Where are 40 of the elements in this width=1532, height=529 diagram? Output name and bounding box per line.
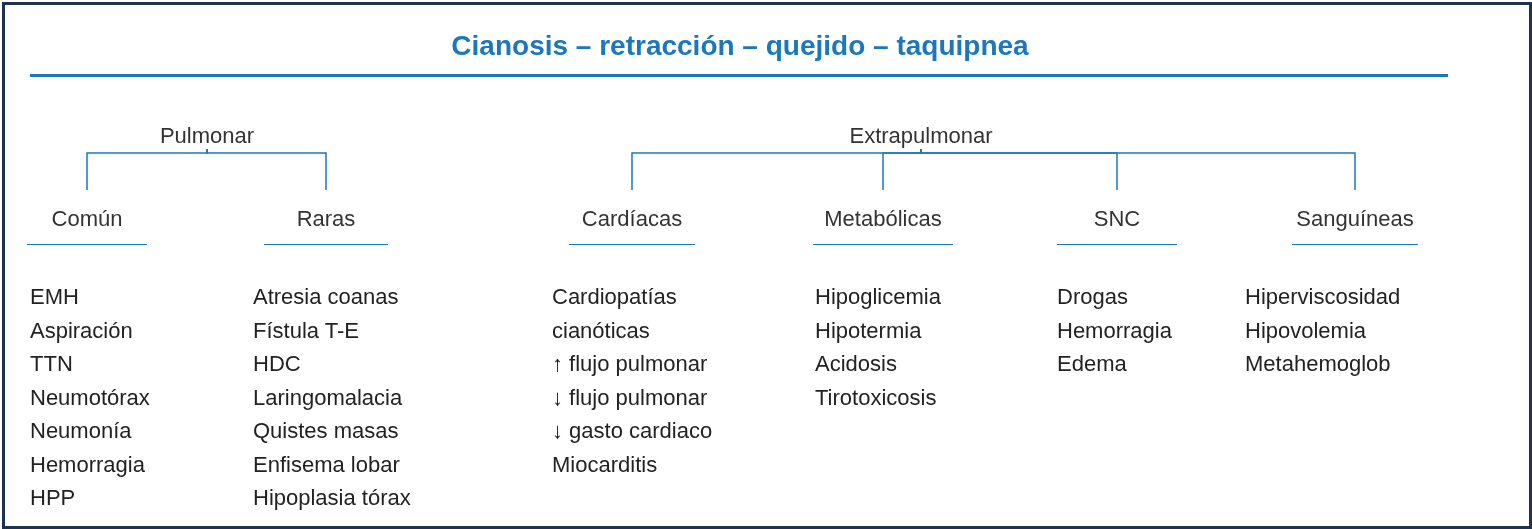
subcategory-heading: Común <box>27 190 147 245</box>
list-item: Enfisema lobar <box>253 450 401 479</box>
subcategory-heading: Sanguíneas <box>1292 190 1418 245</box>
list-item: ↓ gasto cardiaco <box>552 417 714 445</box>
list-item: Metahemoglob <box>1245 350 1392 378</box>
list-item: HDC <box>253 350 302 378</box>
list-item: TTN <box>30 350 74 378</box>
list-item: Miocarditis <box>552 450 659 479</box>
list-item: ↓ flujo pulmonar <box>552 383 709 412</box>
title: Cianosis – retracción – quejido – taquipnea <box>450 30 1030 62</box>
list-item: Cardiopatías cianóticas <box>552 283 678 345</box>
list-item: Acidosis <box>815 350 898 378</box>
list-item: Hiperviscosidad <box>1245 283 1402 311</box>
list-item: Neumotórax <box>30 383 151 412</box>
list-item: HPP <box>30 484 77 512</box>
subcategory-heading: Cardíacas <box>569 190 695 245</box>
category-heading: Pulmonar <box>137 123 277 149</box>
connector-line <box>920 148 1356 191</box>
subcategory-heading: Metabólicas <box>813 190 953 245</box>
list-item: Hemorragia <box>1057 316 1173 345</box>
list-item: EMH <box>30 283 80 311</box>
list-item: Hemorragia <box>30 450 146 479</box>
list-item: Atresia coanas <box>253 283 400 311</box>
list-item: Hipoplasia tórax <box>253 484 412 512</box>
list-item: Quistes masas <box>253 417 400 445</box>
list-item: Tirotoxicosis <box>815 383 938 412</box>
list-item: Aspiración <box>30 316 134 345</box>
list-item: Hipoglicemia <box>815 283 942 311</box>
list-item: Hipovolemia <box>1245 316 1368 345</box>
subcategory-heading: SNC <box>1057 190 1177 245</box>
list-item: ↑ flujo pulmonar <box>552 350 709 378</box>
list-item: Drogas <box>1057 283 1129 311</box>
list-item: Neumonía <box>30 417 133 445</box>
list-item: Laringomalacia <box>253 383 404 412</box>
connector-line <box>206 148 327 191</box>
list-item: Hipotermia <box>815 316 923 345</box>
subcategory-heading: Raras <box>264 190 388 245</box>
list-item: Fístula T-E <box>253 316 360 345</box>
list-item: Edema <box>1057 350 1128 378</box>
category-heading: Extrapulmonar <box>811 123 1031 149</box>
